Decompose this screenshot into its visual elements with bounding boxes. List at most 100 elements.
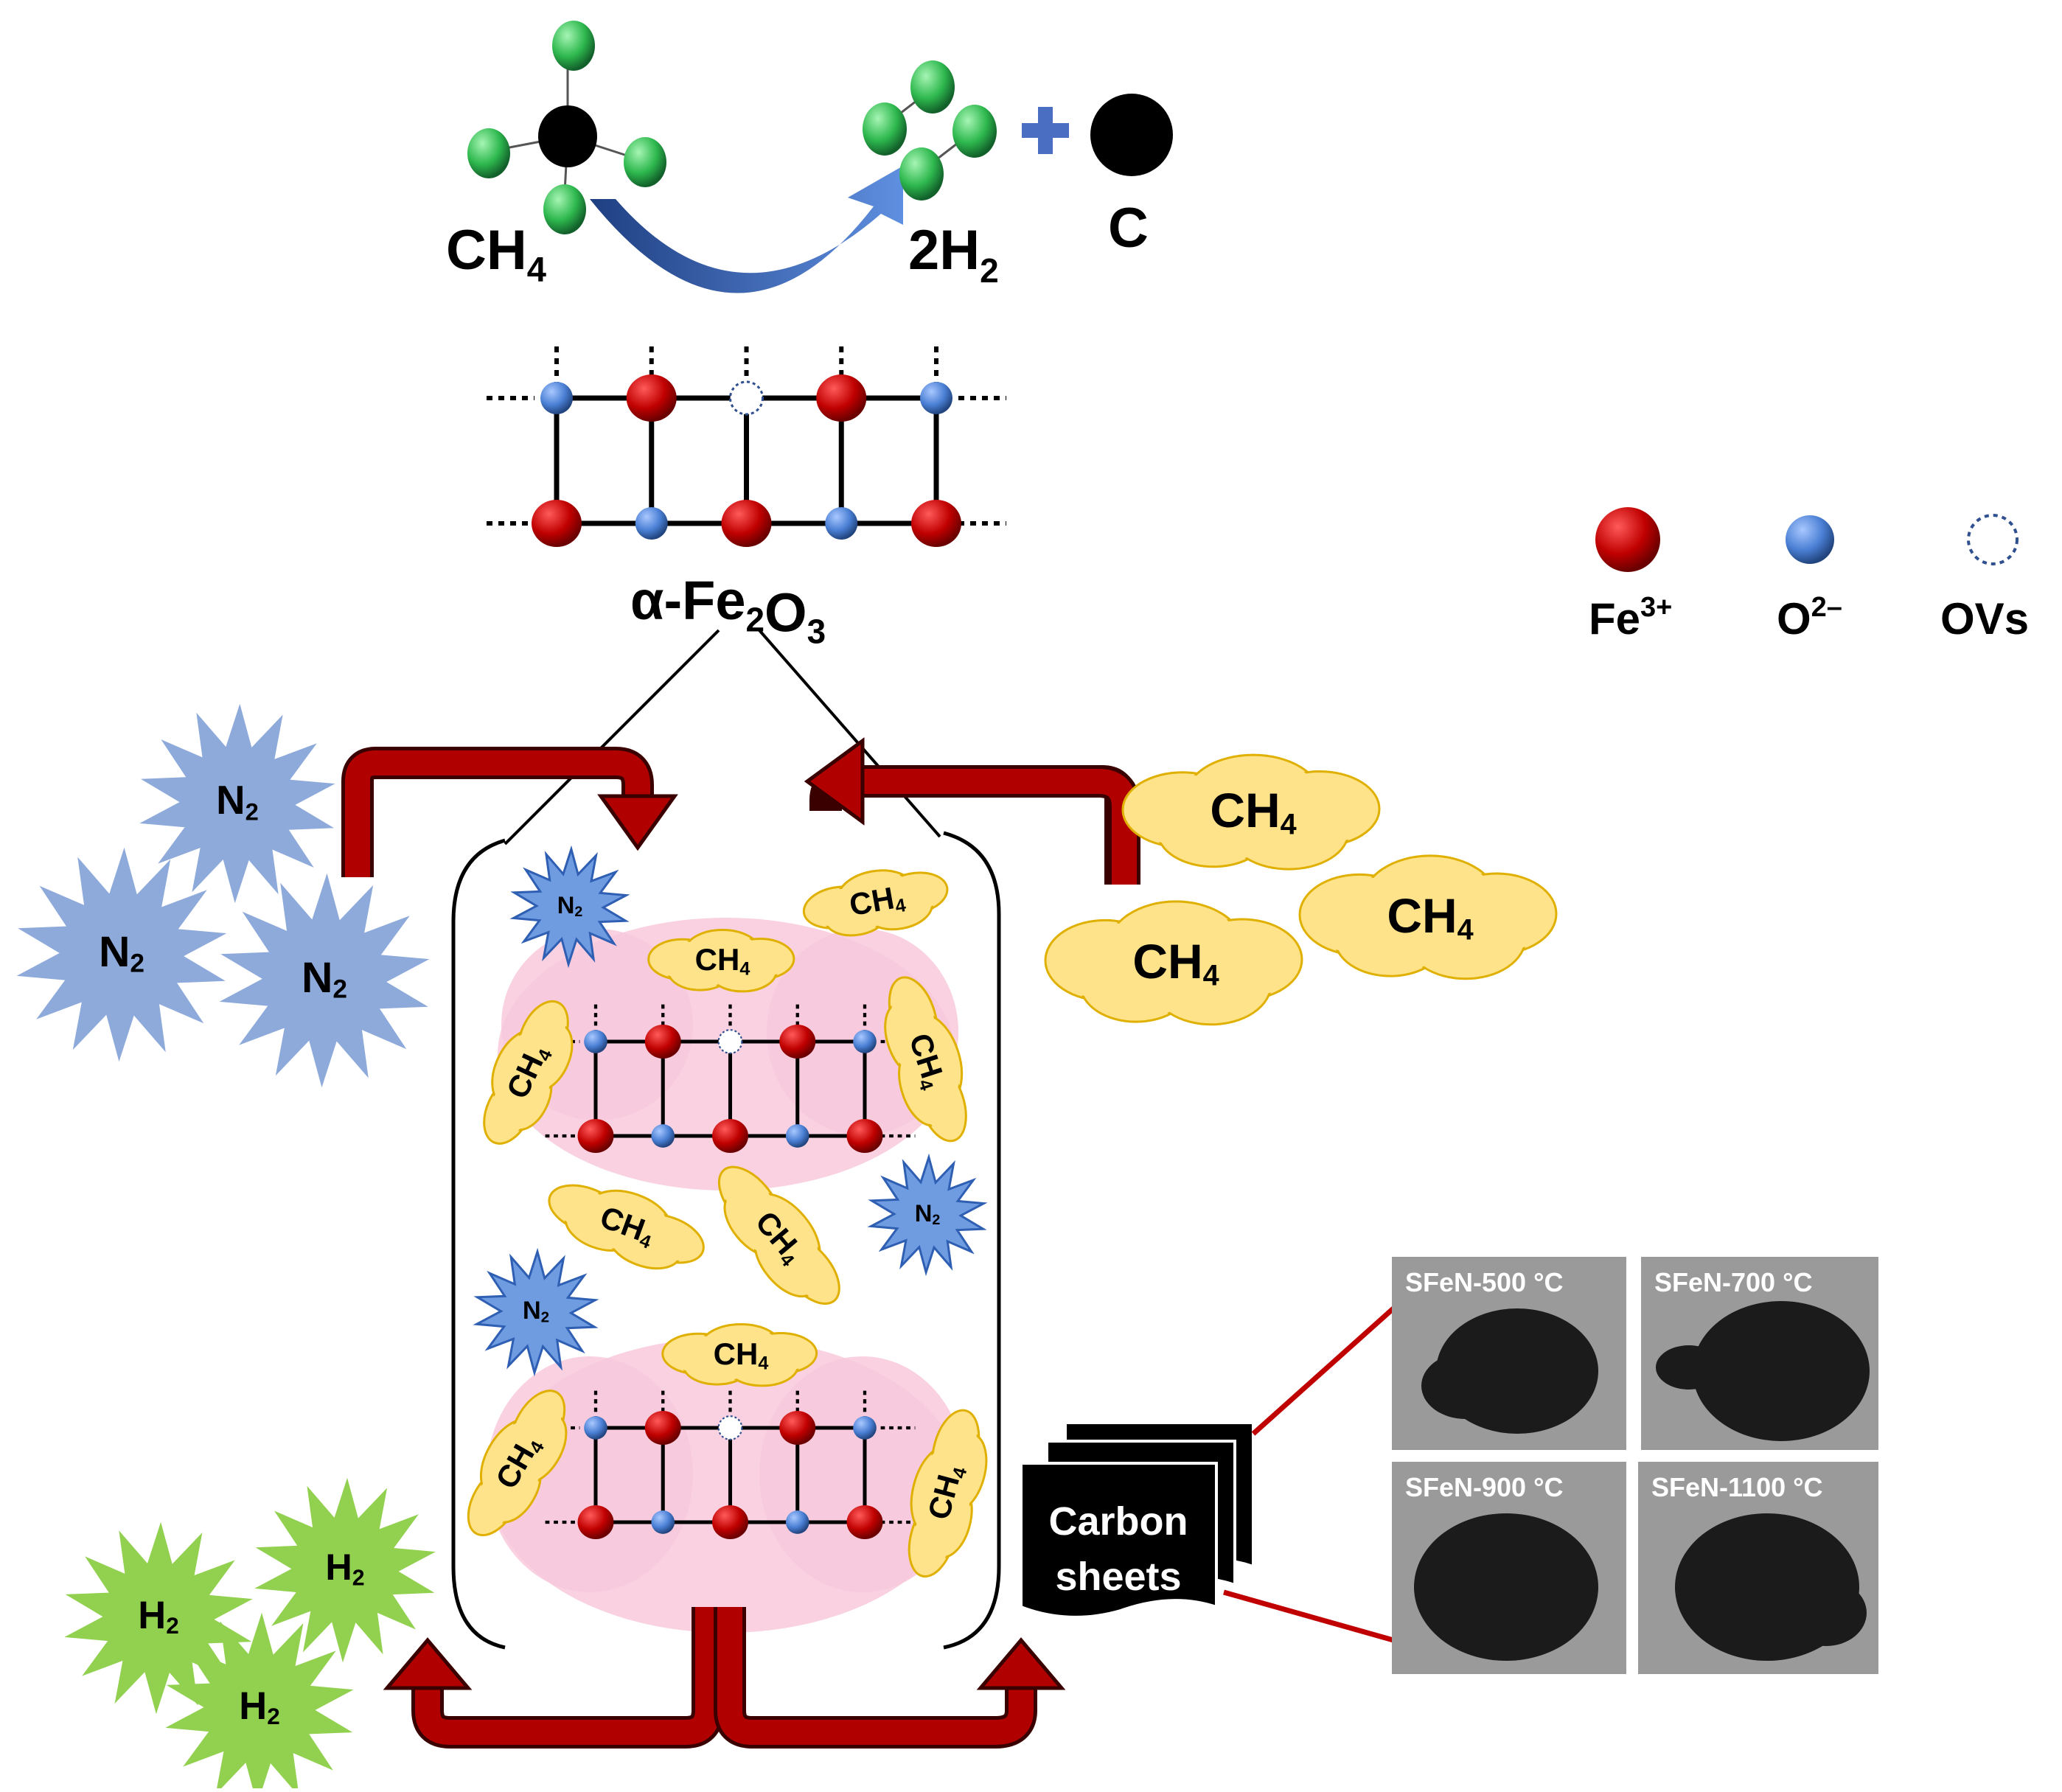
- ch4-cloud-reactor-9: CH4: [908, 1409, 988, 1578]
- svg-text:CH4: CH4: [714, 1336, 769, 1373]
- connector-line-top: [1251, 1306, 1396, 1436]
- inlet-arrow-n2: [341, 747, 678, 877]
- upper-lattice-o-atom-bottom-1: [651, 1124, 675, 1148]
- ch4-cloud-reactor-4: CH4: [884, 976, 967, 1143]
- carbon-sheets-stack: Carbon sheets: [1020, 1421, 1255, 1619]
- hydrogen-molecules: [863, 60, 997, 201]
- sample-photo-500: SFeN-500 °C: [1392, 1257, 1626, 1450]
- legend: Fe3+ O2– OVs: [1589, 507, 2029, 644]
- sample-photo-900-label: SFeN-900 °C: [1405, 1472, 1564, 1502]
- top-lattice-fe-atom-top-1: [626, 374, 677, 422]
- svg-text:N2: N2: [557, 891, 583, 921]
- lower-lattice-o-atom-top-0: [584, 1416, 607, 1440]
- reaction-scheme: CH4 2H2 C: [446, 21, 1173, 293]
- svg-text:CH4: CH4: [1387, 888, 1473, 946]
- reactant-label: CH4: [446, 219, 546, 289]
- top-lattice-o-atom-top-4: [920, 382, 952, 414]
- ch4-cloud-reactor-3: CH4: [483, 1000, 574, 1145]
- zoom-line-right: [758, 629, 941, 838]
- upper-lattice-fe-atom-bottom-4: [846, 1118, 883, 1154]
- top-lattice-o-atom-bottom-3: [825, 507, 858, 540]
- top-lattice-o-atom-top-0: [540, 382, 573, 414]
- zoom-line-left: [504, 629, 720, 846]
- top-lattice-o-atom-bottom-1: [635, 507, 668, 540]
- svg-text:H2: H2: [138, 1594, 178, 1639]
- svg-text:N2: N2: [302, 954, 347, 1004]
- upper-lattice-fe-atom-top-3: [779, 1024, 816, 1059]
- svg-text:N2: N2: [915, 1199, 941, 1229]
- sample-photo-700-label: SFeN-700 °C: [1654, 1267, 1813, 1297]
- lower-lattice-o-atom-bottom-1: [651, 1510, 675, 1534]
- ch4-cloud-reactor-5: CH4: [548, 1184, 705, 1270]
- svg-text:H2: H2: [325, 1546, 364, 1590]
- legend-o-swatch: [1786, 515, 1834, 564]
- legend-ov-label: OVs: [1940, 594, 2029, 644]
- top-lattice-fe-atom-bottom-4: [911, 500, 961, 547]
- carbon-sheets-label-line1: Carbon: [1049, 1499, 1188, 1544]
- methane-molecule: [467, 21, 666, 234]
- upper-lattice-fe-atom-bottom-2: [712, 1118, 748, 1154]
- upper-lattice-fe-atom-top-1: [644, 1024, 681, 1059]
- sample-photo-700: SFeN-700 °C: [1641, 1257, 1878, 1450]
- sample-photo-1100: SFeN-1100 °C: [1638, 1462, 1878, 1674]
- ch4-cloud-reactor-7: CH4: [661, 1322, 818, 1387]
- hydrogen-label: 2H2: [908, 219, 999, 290]
- n2-burst-outer-2: N2: [16, 847, 227, 1062]
- h2-burst-1: H2: [254, 1477, 436, 1663]
- lower-lattice-fe-atom-top-1: [644, 1410, 681, 1446]
- lower-lattice-fe-atom-bottom-4: [846, 1505, 883, 1540]
- sample-photo-900: SFeN-900 °C: [1392, 1462, 1626, 1674]
- sample-photo-1100-label: SFeN-1100 °C: [1651, 1472, 1823, 1502]
- connector-line-bottom: [1223, 1589, 1394, 1643]
- carbon-atom: [1090, 94, 1173, 176]
- upper-lattice-o-atom-top-0: [584, 1030, 607, 1053]
- legend-fe-label: Fe3+: [1589, 592, 1672, 644]
- ch4-cloud-reactor-6: CH4: [717, 1165, 840, 1305]
- outlet-arrow-carbon: [714, 1607, 1066, 1749]
- ch4-cloud-reactor-8: CH4: [467, 1390, 568, 1537]
- svg-text:CH4: CH4: [695, 942, 750, 979]
- n2-burst-reactor-3: N2: [473, 1247, 599, 1377]
- h2-burst-3: H2: [165, 1612, 354, 1792]
- svg-text:N2: N2: [216, 778, 259, 825]
- carbon-sheets-label-line2: sheets: [1055, 1555, 1181, 1599]
- top-lattice-fe-atom-top-3: [816, 374, 867, 422]
- lower-lattice-fe-atom-bottom-2: [712, 1505, 748, 1540]
- svg-text:N2: N2: [99, 928, 144, 978]
- sample-photo-500-label: SFeN-500 °C: [1405, 1267, 1564, 1297]
- lower-lattice-fe-atom-top-3: [779, 1410, 816, 1446]
- reactor-right-wall: [943, 831, 1001, 1650]
- legend-o-label: O2–: [1777, 592, 1842, 644]
- legend-fe-swatch: [1595, 507, 1660, 572]
- fe2o3-lattice: [487, 346, 1006, 547]
- ch4-cloud-reactor-2: CH4: [647, 928, 795, 993]
- catalyst-label: α-Fe2O3: [630, 570, 826, 651]
- upper-lattice-o-atom-bottom-3: [785, 1124, 809, 1148]
- ch4-cloud-reactor-1: CH4: [802, 869, 949, 937]
- legend-ov-swatch: [1967, 514, 2019, 565]
- fe2o3-lattice-upper: [545, 1004, 916, 1154]
- top-lattice-fe-atom-bottom-2: [721, 500, 772, 547]
- ch4-cloud-outer-1: CH4: [1121, 753, 1381, 871]
- upper-lattice-o-atom-top-4: [853, 1030, 877, 1053]
- top-lattice-fe-atom-bottom-0: [532, 500, 582, 547]
- reaction-arrow: [590, 166, 903, 293]
- carbon-label: C: [1108, 197, 1149, 259]
- fe2o3-lattice-lower: [545, 1390, 916, 1540]
- n2-burst-outer-3: N2: [219, 873, 430, 1088]
- ch4-cloud-outer-3: CH4: [1298, 854, 1558, 980]
- inlet-arrow-ch4: [804, 737, 1140, 885]
- reactor: [451, 831, 1001, 1650]
- ch4-cloud-outer-2: CH4: [1044, 900, 1303, 1026]
- lower-lattice-fe-atom-bottom-0: [577, 1505, 614, 1540]
- outlet-arrow-h2: [383, 1607, 724, 1749]
- svg-text:H2: H2: [239, 1684, 279, 1730]
- n2-burst-reactor-2: N2: [867, 1153, 988, 1277]
- svg-text:CH4: CH4: [847, 879, 908, 924]
- n2-burst-outer-1: N2: [139, 703, 335, 904]
- top-lattice-ov-atom-top-2: [729, 380, 764, 416]
- svg-text:CH4: CH4: [1210, 783, 1296, 841]
- upper-lattice-fe-atom-bottom-0: [577, 1118, 614, 1154]
